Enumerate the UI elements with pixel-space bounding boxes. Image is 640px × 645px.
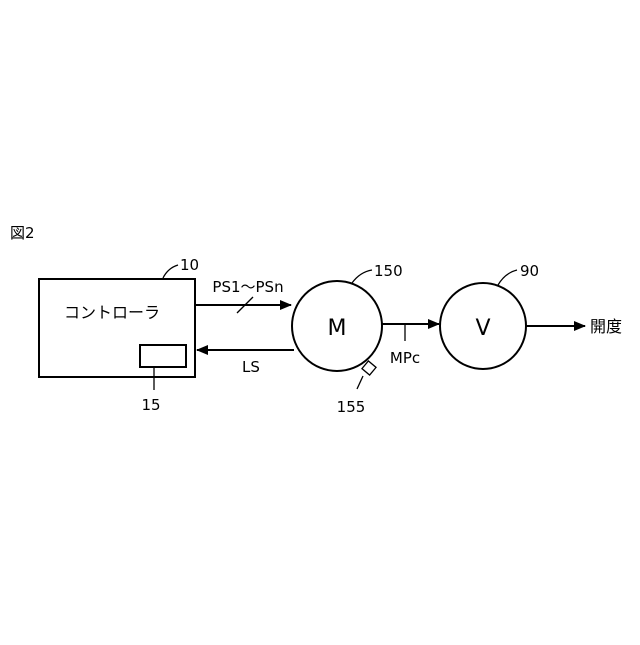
motor-ref-leader bbox=[352, 270, 372, 283]
motor-ref: 150 bbox=[374, 262, 403, 280]
valve-ref-leader bbox=[498, 270, 517, 285]
controller-ref-leader bbox=[163, 265, 178, 278]
output-label: 開度 bbox=[590, 317, 622, 336]
motor-pulse-label: MPc bbox=[390, 349, 420, 367]
sensor-ref: 155 bbox=[337, 398, 366, 416]
storage-unit-box bbox=[140, 345, 186, 367]
valve-ref: 90 bbox=[520, 262, 539, 280]
storage-unit-ref: 15 bbox=[141, 396, 160, 414]
controller-box bbox=[39, 279, 195, 377]
motor-symbol: M bbox=[328, 316, 347, 341]
limit-signal-label: LS bbox=[242, 358, 260, 376]
controller-label: コントローラ bbox=[64, 303, 160, 322]
controller-ref: 10 bbox=[180, 256, 199, 274]
valve-symbol: V bbox=[475, 316, 490, 341]
pulse-signal-label: PS1～PSn bbox=[212, 278, 283, 296]
figure-label: 図2 bbox=[10, 224, 35, 242]
sensor-ref-leader bbox=[357, 376, 363, 389]
